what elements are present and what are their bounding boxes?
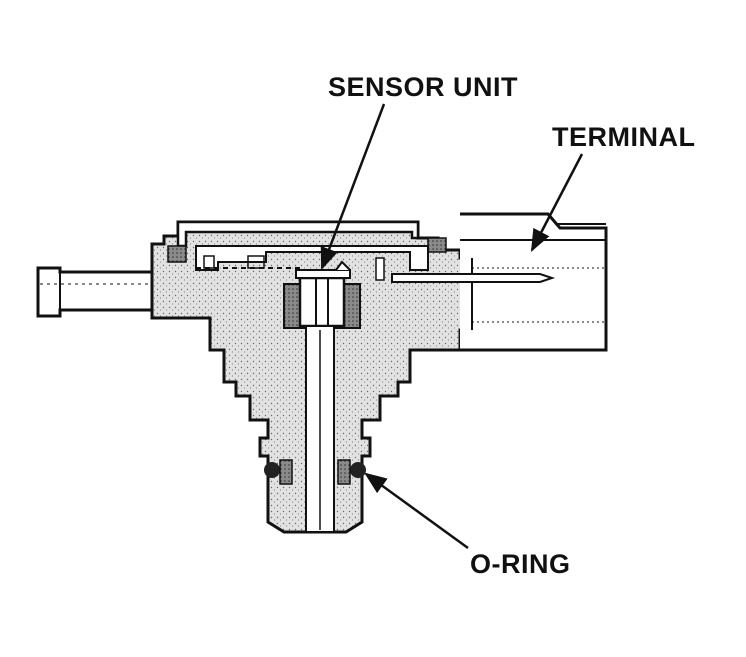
sensor-element [283, 260, 361, 329]
terminal-label: TERMINAL [552, 122, 696, 152]
o-ring-leader [364, 472, 469, 550]
sensor-unit-label: SENSOR UNIT [328, 72, 519, 102]
hose-nipple [36, 266, 154, 318]
pressure-passage [305, 325, 335, 533]
sensor-unit-leader [320, 103, 386, 271]
inner-chamber [195, 245, 429, 281]
terminal-leader [530, 153, 584, 252]
o-ring-seals [264, 459, 366, 485]
terminal-pin [391, 273, 556, 283]
o-ring-label: O-RING [470, 549, 571, 579]
